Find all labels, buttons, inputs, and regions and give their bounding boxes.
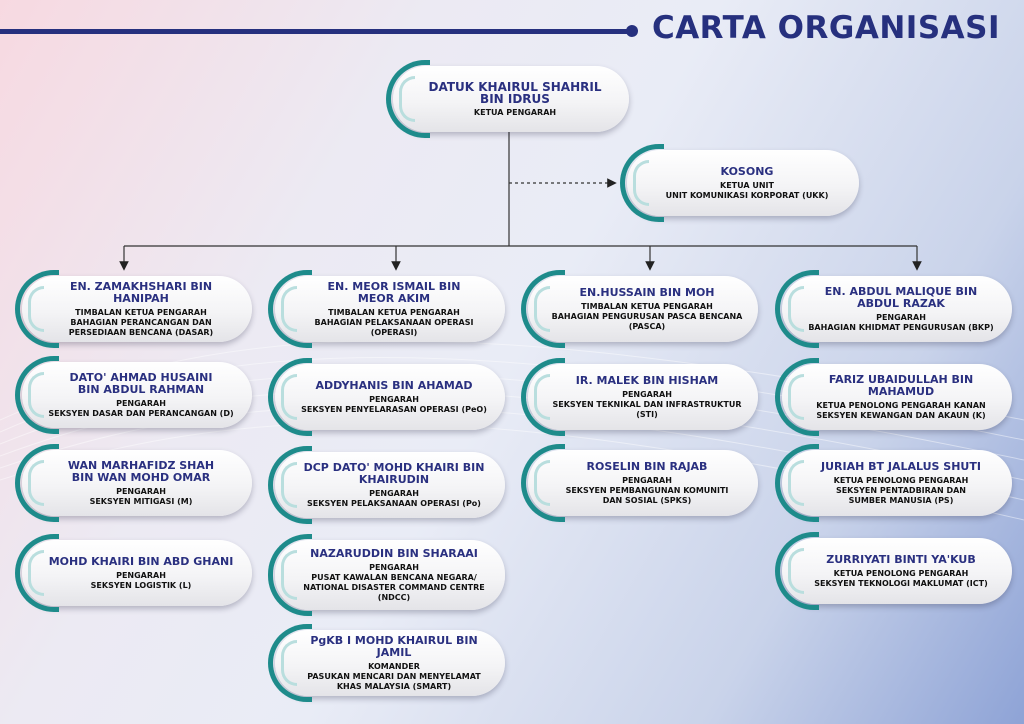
card-name: KOSONG — [720, 164, 774, 178]
card-name: FARIZ UBAIDULLAH BIN MAHAMUD — [828, 372, 974, 398]
card-role: KETUA PENGARAH — [473, 107, 557, 117]
card-name: WAN MARHAFIDZ SHAH BIN WAN MOHD OMAR — [67, 458, 215, 484]
card-name: PgKB I MOHD KHAIRUL BIN JAMIL — [310, 633, 478, 659]
card-name: JURIAH BT JALALUS SHUTI — [821, 459, 981, 473]
card-name: IR. MALEK BIN HISHAM — [575, 373, 719, 387]
card-name: DATO' AHMAD HUSAINI BIN ABDUL RAHMAN — [69, 370, 213, 396]
col1-card-2: DATO' AHMAD HUSAINI BIN ABDUL RAHMAN PEN… — [15, 356, 252, 434]
card-name: MOHD KHAIRI BIN ABD GHANI — [48, 554, 234, 568]
col3-card-2: IR. MALEK BIN HISHAM PENGARAH SEKSYEN TE… — [521, 358, 758, 436]
card-name: DCP DATO' MOHD KHAIRI BIN KHAIRUDIN — [303, 460, 485, 486]
card-role: KOMANDER PASUKAN MENCARI DAN MENYELAMAT … — [307, 661, 481, 691]
card-role: TIMBALAN KETUA PENGARAH BAHAGIAN PELAKSA… — [314, 307, 474, 337]
card-name: ADDYHANIS BIN AHAMAD — [315, 378, 473, 392]
page-title: CARTA ORGANISASI — [651, 10, 1000, 46]
col4-card-4: ZURRIYATI BINTI YA'KUB KETUA PENOLONG PE… — [775, 532, 1012, 610]
card-role: PENGARAH PUSAT KAWALAN BENCANA NEGARA/ N… — [303, 562, 485, 602]
col4-card-3: JURIAH BT JALALUS SHUTI KETUA PENOLONG P… — [775, 444, 1012, 522]
card-role: PENGARAH SEKSYEN MITIGASI (M) — [89, 486, 193, 506]
col4-card-1: EN. ABDUL MALIQUE BIN ABDUL RAZAK PENGAR… — [775, 270, 1012, 348]
col2-card-1: EN. MEOR ISMAIL BIN MEOR AKIM TIMBALAN K… — [268, 270, 505, 348]
col1-card-3: WAN MARHAFIDZ SHAH BIN WAN MOHD OMAR PEN… — [15, 444, 252, 522]
director-general-card: DATUK KHAIRUL SHAHRIL BIN IDRUS KETUA PE… — [386, 60, 629, 138]
card-role: PENGARAH BAHAGIAN KHIDMAT PENGURUSAN (BK… — [808, 312, 994, 332]
col1-card-4: MOHD KHAIRI BIN ABD GHANI PENGARAH SEKSY… — [15, 534, 252, 612]
card-role: TIMBALAN KETUA PENGARAH BAHAGIAN PENGURU… — [551, 301, 743, 331]
card-name: ROSELIN BIN RAJAB — [586, 459, 708, 473]
card-name: NAZARUDDIN BIN SHARAAI — [310, 546, 478, 560]
col3-card-1: EN.HUSSAIN BIN MOH TIMBALAN KETUA PENGAR… — [521, 270, 758, 348]
card-role: PENGARAH SEKSYEN PEMBANGUNAN KOMUNITI DA… — [565, 475, 729, 505]
col2-card-3: DCP DATO' MOHD KHAIRI BIN KHAIRUDIN PENG… — [268, 446, 505, 524]
card-role: PENGARAH SEKSYEN LOGISTIK (L) — [90, 570, 192, 590]
card-name: EN.HUSSAIN BIN MOH — [579, 285, 715, 299]
col1-card-1: EN. ZAMAKHSHARI BIN HANIPAH TIMBALAN KET… — [15, 270, 252, 348]
col2-card-5: PgKB I MOHD KHAIRUL BIN JAMIL KOMANDER P… — [268, 624, 505, 702]
card-name: EN. ZAMAKHSHARI BIN HANIPAH — [69, 279, 213, 305]
header-dot — [626, 25, 638, 37]
card-role: KETUA PENOLONG PENGARAH SEKSYEN TEKNOLOG… — [814, 568, 988, 588]
ukk-card: KOSONG KETUA UNIT UNIT KOMUNIKASI KORPOR… — [620, 144, 859, 222]
card-role: PENGARAH SEKSYEN PENYELARASAN OPERASI (P… — [301, 394, 487, 414]
card-role: KETUA UNIT UNIT KOMUNIKASI KORPORAT (UKK… — [665, 180, 829, 200]
card-name: EN. ABDUL MALIQUE BIN ABDUL RAZAK — [824, 284, 978, 310]
col2-card-4: NAZARUDDIN BIN SHARAAI PENGARAH PUSAT KA… — [268, 534, 505, 616]
card-role: KETUA PENOLONG PENGARAH SEKSYEN PENTADBI… — [833, 475, 969, 505]
card-role: KETUA PENOLONG PENGARAH KANAN SEKSYEN KE… — [816, 400, 986, 420]
card-name: EN. MEOR ISMAIL BIN MEOR AKIM — [327, 279, 461, 305]
col2-card-2: ADDYHANIS BIN AHAMAD PENGARAH SEKSYEN PE… — [268, 358, 505, 436]
header-line — [0, 29, 632, 34]
card-role: PENGARAH SEKSYEN DASAR DAN PERANCANGAN (… — [48, 398, 234, 418]
card-name: ZURRIYATI BINTI YA'KUB — [826, 552, 976, 566]
card-role: PENGARAH SEKSYEN TEKNIKAL DAN INFRASTRUK… — [552, 389, 742, 419]
col4-card-2: FARIZ UBAIDULLAH BIN MAHAMUD KETUA PENOL… — [775, 358, 1012, 436]
col3-card-3: ROSELIN BIN RAJAB PENGARAH SEKSYEN PEMBA… — [521, 444, 758, 522]
card-name: DATUK KHAIRUL SHAHRIL BIN IDRUS — [428, 79, 602, 106]
card-role: PENGARAH SEKSYEN PELAKSANAAN OPERASI (Po… — [307, 488, 481, 508]
card-role: TIMBALAN KETUA PENGARAH BAHAGIAN PERANCA… — [68, 307, 214, 337]
